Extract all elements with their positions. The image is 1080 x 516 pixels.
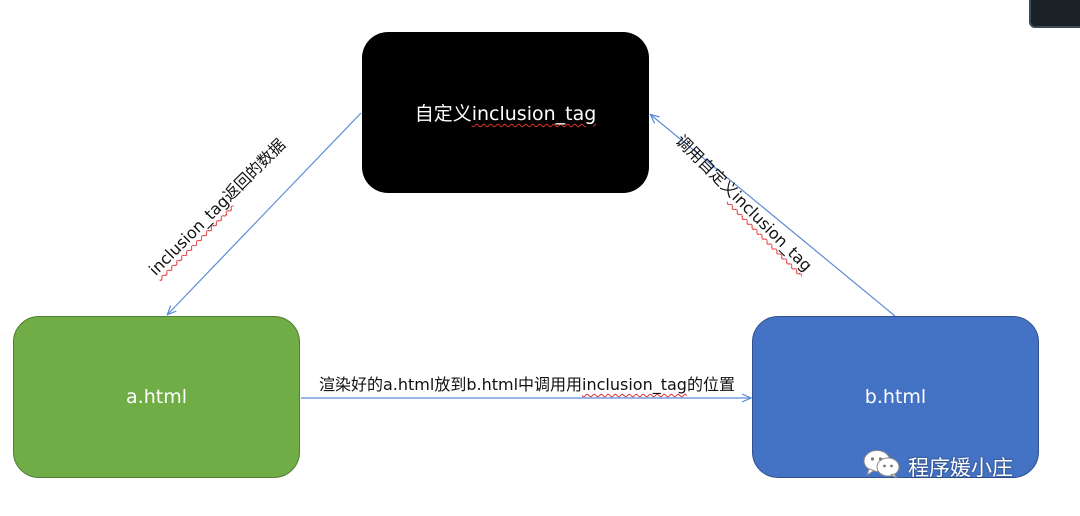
a-html-node: a.html [13, 316, 300, 478]
corner-widget [1029, 0, 1080, 28]
watermark-text: 程序媛小庄 [908, 455, 1013, 480]
b-html-label: b.html [864, 386, 927, 408]
custom-inclusion-tag-node: 自定义inclusion_tag [362, 32, 649, 193]
a-html-label: a.html [126, 386, 187, 408]
watermark: 程序媛小庄 [862, 449, 1013, 484]
custom-node-label: 自定义inclusion_tag [414, 103, 597, 125]
b-html-node: b.html [752, 316, 1039, 478]
arrow-custom-to-a [168, 112, 362, 314]
arrow-b-to-custom [651, 115, 896, 317]
edge-label-render-into-b: 渲染好的a.html放到b.html中调用用inclusion_tag的位置 [319, 375, 735, 394]
wechat-icon [862, 449, 902, 484]
